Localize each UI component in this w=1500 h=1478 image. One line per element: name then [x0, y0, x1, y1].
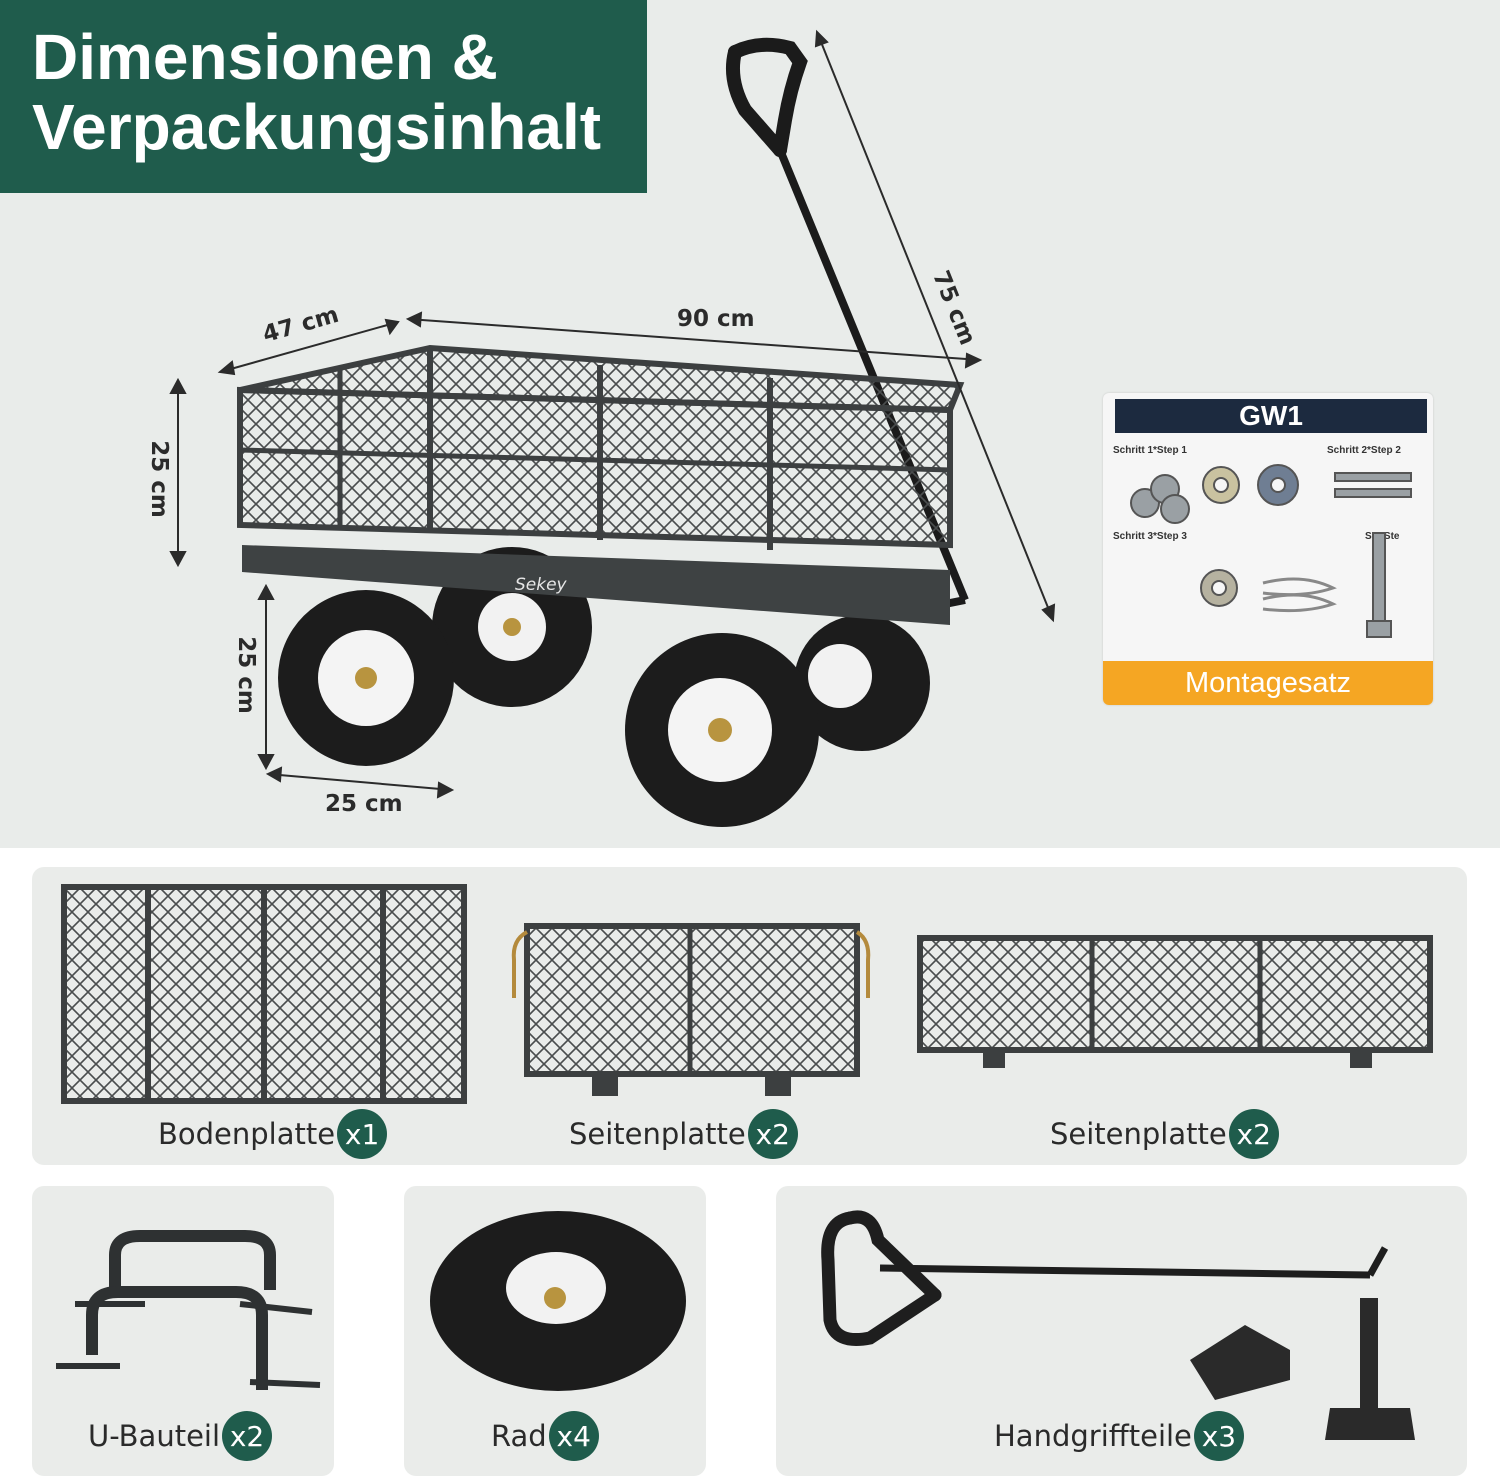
part-label-wheel: Rad x4 — [491, 1411, 599, 1461]
kit-label: Montagesatz — [1103, 661, 1433, 705]
part-name: Rad — [491, 1419, 547, 1453]
part-label-bottom-plate: Bodenplatte x1 — [158, 1109, 388, 1159]
side-plate-long-image — [917, 935, 1433, 1068]
wheel-part-image — [430, 1211, 686, 1391]
dimension-wheel-width-label: 25 cm — [325, 791, 403, 817]
kit-code: GW1 — [1115, 399, 1427, 433]
part-name: Seitenplatte — [569, 1117, 746, 1151]
wheel-front-right — [625, 633, 819, 827]
wheel-front-left — [278, 590, 454, 766]
title-line-1: Dimensionen & — [32, 21, 498, 93]
qty-badge: x2 — [747, 1109, 798, 1159]
assembly-kit-card: GW1 Schritt 1*Step 1 Schritt 2*Step 2 Sc… — [1103, 393, 1433, 705]
qty-badge: x4 — [548, 1411, 599, 1461]
title-line-2: Verpackungsinhalt — [32, 91, 602, 163]
qty-badge: x2 — [1228, 1109, 1279, 1159]
part-name: U-Bauteil — [88, 1419, 221, 1453]
qty-badge: x1 — [337, 1109, 388, 1159]
part-label-u-part: U-Bauteil x2 — [88, 1411, 273, 1461]
part-name: Bodenplatte — [158, 1117, 336, 1151]
dimension-length-label: 90 cm — [677, 306, 755, 332]
kit-step-3: Schritt 3*Step 3 — [1113, 531, 1187, 542]
qty-badge: x3 — [1193, 1411, 1244, 1461]
part-label-side-plate-long: Seitenplatte x2 — [1050, 1109, 1279, 1159]
brand-logo: Sekey — [515, 575, 568, 595]
kit-step-1: Schritt 1*Step 1 — [1113, 445, 1187, 456]
cart-illustration: Sekey — [169, 29, 1056, 827]
title-banner: Dimensionen & Verpackungsinhalt — [0, 0, 647, 193]
part-label-side-plate-short: Seitenplatte x2 — [569, 1109, 798, 1159]
part-name: Handgriffteile — [994, 1419, 1192, 1453]
bottom-plate-image — [61, 884, 467, 1104]
part-label-handle: Handgriffteile x3 — [994, 1411, 1244, 1461]
wheel-back-right — [794, 615, 930, 751]
handle-part-image — [821, 1210, 1415, 1440]
u-part-image — [56, 1230, 321, 1390]
kit-hardware-image — [1130, 464, 1412, 638]
kit-step-2: Schritt 2*Step 2 — [1327, 445, 1401, 456]
dimension-lines — [169, 29, 1056, 799]
side-plate-short-image — [511, 923, 871, 1096]
hero-section: Dimensionen & Verpackungsinhalt — [0, 0, 1500, 848]
qty-badge: x2 — [222, 1411, 273, 1461]
part-name: Seitenplatte — [1050, 1117, 1227, 1151]
